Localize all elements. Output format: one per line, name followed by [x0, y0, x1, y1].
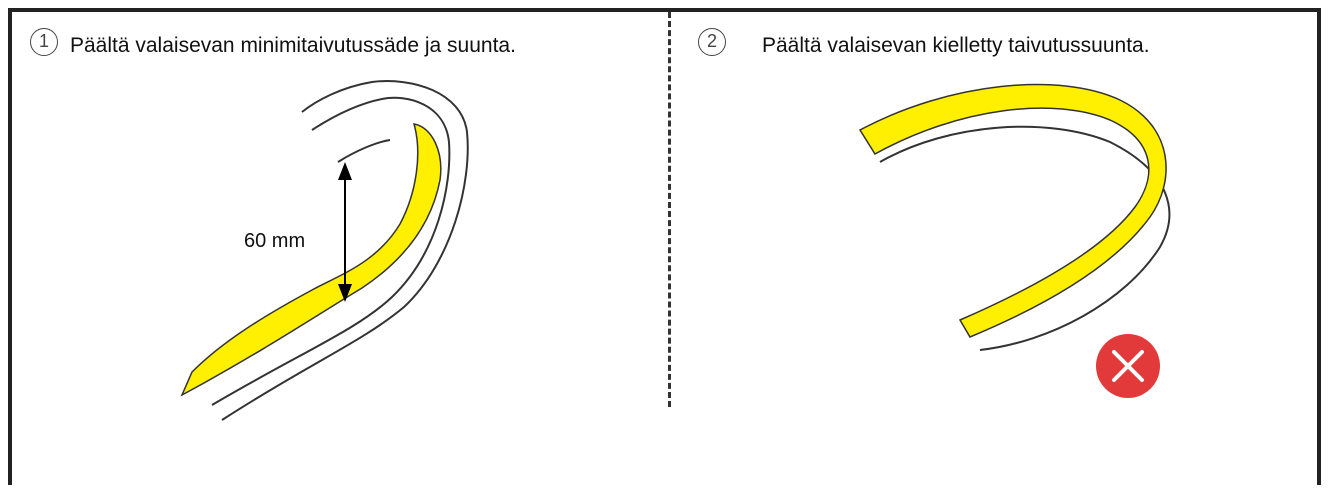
panel-divider — [668, 12, 671, 407]
strip-outline-outer — [221, 80, 469, 421]
panel-forbidden-bend: 2 Päältä valaisevan kielletty taivutussu… — [670, 12, 1321, 485]
diagram-frame: 1 Päältä valaisevan minimitaivutussäde j… — [8, 8, 1321, 485]
panel-allowed-bend: 1 Päältä valaisevan minimitaivutussäde j… — [12, 12, 670, 485]
dimension-arrow-top-icon — [338, 162, 352, 180]
forbidden-bend-drawing — [858, 83, 1171, 398]
led-strip — [858, 83, 1167, 338]
allowed-bend-drawing — [180, 80, 469, 421]
step-number-1: 1 — [30, 28, 58, 56]
dimension-arrow-bottom-icon — [338, 284, 352, 302]
strip-outline-inner — [211, 96, 451, 406]
caption-allowed-bend: Päältä valaisevan minimitaivutussäde ja … — [70, 34, 516, 57]
led-strip — [180, 123, 442, 397]
step-number-2: 2 — [698, 28, 726, 56]
caption-forbidden-bend: Päältä valaisevan kielletty taivutussuun… — [762, 34, 1150, 57]
cross-in-circle-icon — [1096, 334, 1160, 398]
strip-end-line — [337, 139, 391, 163]
dimension-label: 60 mm — [244, 230, 306, 252]
